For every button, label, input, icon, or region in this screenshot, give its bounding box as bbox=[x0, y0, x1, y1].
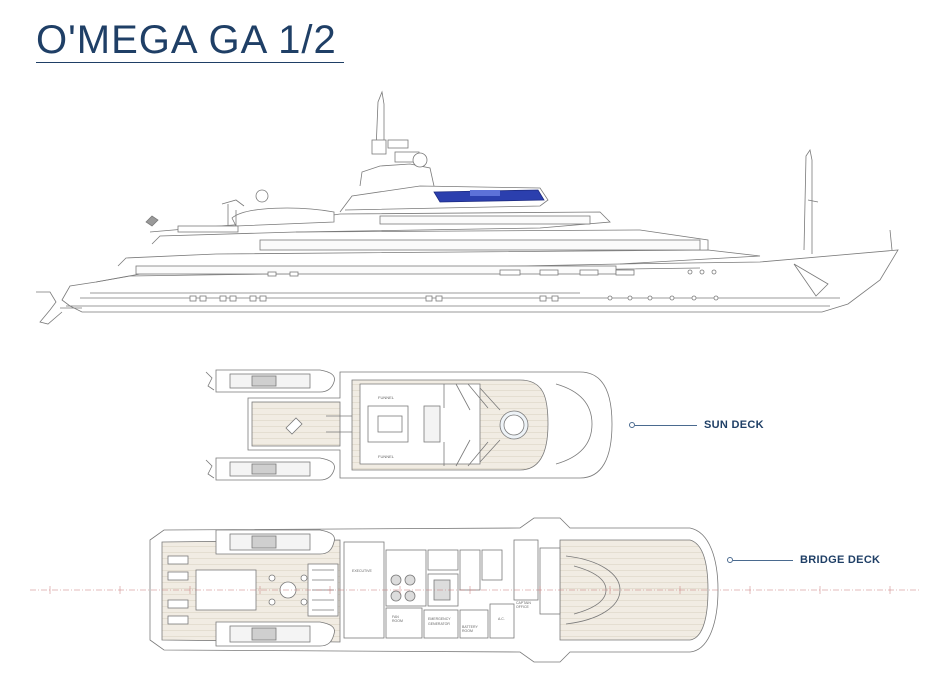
page-title: O'MEGA GA 1/2 bbox=[36, 18, 337, 62]
sun-deck-label: SUN DECK bbox=[704, 419, 764, 431]
bridge-deck-profile bbox=[339, 185, 549, 213]
svg-text:BATTERY: BATTERY bbox=[462, 625, 478, 629]
bridge-deck-label: BRIDGE DECK bbox=[800, 554, 881, 566]
hull-portholes bbox=[189, 269, 719, 302]
svg-text:EXECUTIVE: EXECUTIVE bbox=[352, 569, 373, 573]
ensign-flag bbox=[145, 215, 159, 227]
bridge-deck-tender-upper bbox=[215, 529, 335, 555]
fore-mast bbox=[803, 148, 813, 254]
sun-deck-leader-line bbox=[635, 425, 697, 426]
aft-tender bbox=[231, 207, 335, 227]
svg-text:FUNNEL: FUNNEL bbox=[378, 395, 395, 400]
main-deck-superstructure bbox=[117, 249, 761, 267]
svg-text:A.C.: A.C. bbox=[498, 617, 505, 621]
main-mast bbox=[375, 90, 385, 151]
svg-text:EMERGENCY: EMERGENCY bbox=[428, 617, 451, 621]
sun-deck-leader-dot bbox=[629, 422, 635, 428]
svg-text:OFFICE: OFFICE bbox=[516, 605, 529, 609]
svg-text:ROOM: ROOM bbox=[392, 619, 403, 623]
sun-deck-tender-upper bbox=[205, 369, 335, 393]
sun-deck-tender-lower bbox=[205, 457, 335, 481]
hull-outline bbox=[61, 249, 899, 313]
radar-arch bbox=[359, 163, 435, 187]
sun-deck-plan: FUNNEL FUNNEL bbox=[205, 369, 613, 481]
upper-deck bbox=[151, 229, 709, 250]
owner-deck bbox=[149, 211, 611, 233]
svg-text:FUNNEL: FUNNEL bbox=[378, 454, 395, 459]
bridge-deck-tender-lower bbox=[215, 621, 335, 647]
frame-axis bbox=[30, 586, 920, 594]
svg-text:CAPTAIN: CAPTAIN bbox=[516, 601, 531, 605]
bridge-deck-leader-line bbox=[733, 560, 793, 561]
bridge-deck-leader-dot bbox=[727, 557, 733, 563]
svg-text:ROOM: ROOM bbox=[462, 629, 473, 633]
svg-text:GENERATOR: GENERATOR bbox=[428, 622, 450, 626]
profile-view bbox=[36, 90, 899, 325]
svg-text:FAN: FAN bbox=[392, 615, 399, 619]
title-underline bbox=[36, 62, 344, 63]
